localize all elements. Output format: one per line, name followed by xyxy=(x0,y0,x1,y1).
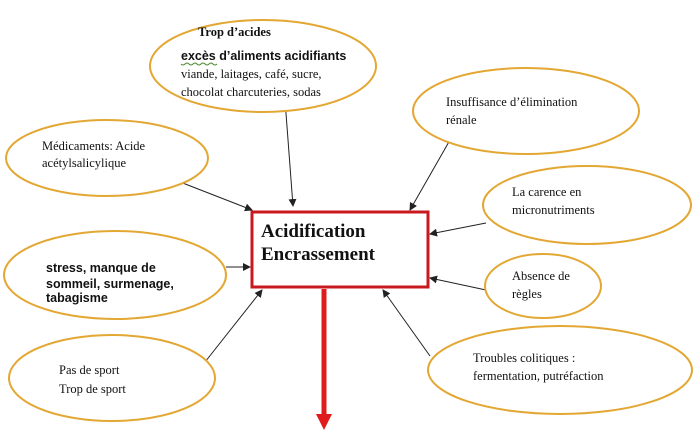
cause-insuffisance-renale-line1: Insuffisance d’élimination xyxy=(446,95,578,109)
cause-trop-acides-title: Trop d’acides xyxy=(198,25,271,39)
cause-trop-acides: Trop d’acides excès d’aliments acidifian… xyxy=(149,19,377,113)
cause-medicaments-line1: Médicaments: Acide xyxy=(42,139,146,153)
cause-trop-acides-line1: excès d’aliments acidifiants xyxy=(181,49,346,63)
cause-sport-line1: Pas de sport xyxy=(59,363,120,377)
cause-troubles-colitiques-line1: Troubles colitiques : xyxy=(473,351,575,365)
cause-stress-line3: tabagisme xyxy=(46,291,108,305)
cause-stress-line1: stress, manque de xyxy=(46,261,156,275)
arrow-coliques xyxy=(382,289,431,357)
cause-absence-regles: Absence de règles xyxy=(484,253,602,319)
cause-insuffisance-renale-line2: rénale xyxy=(446,113,477,127)
cause-absence-regles-line1: Absence de xyxy=(512,269,570,283)
center-title-line1: Acidification xyxy=(261,221,366,242)
cause-sport-line2: Trop de sport xyxy=(59,382,126,396)
cause-troubles-colitiques-line2: fermentation, putréfaction xyxy=(473,369,604,383)
cause-carence-line2: micronutriments xyxy=(512,203,595,217)
arrow-carence xyxy=(429,222,487,237)
arrow-sport xyxy=(204,289,263,363)
cause-carence-line1: La carence en xyxy=(512,185,582,199)
cause-trop-acides-line2: viande, laitages, café, sucre, xyxy=(181,67,322,81)
cause-stress-line2: sommeil, surmenage, xyxy=(46,277,174,291)
cause-sport: Pas de sport Trop de sport xyxy=(8,334,216,422)
center-title-line2: Encrassement xyxy=(261,244,376,265)
arrow-renale xyxy=(409,139,451,211)
spellcheck-underline xyxy=(180,62,218,66)
connectors xyxy=(174,99,487,363)
cause-medicaments-line2: acétylsalicylique xyxy=(42,156,126,170)
cause-troubles-colitiques: Troubles colitiques : fermentation, putr… xyxy=(427,325,693,415)
cause-medicaments: Médicaments: Acide acétylsalicylique xyxy=(5,119,209,197)
cause-carence: La carence en micronutriments xyxy=(482,165,692,245)
arrow-acides xyxy=(284,99,297,207)
cause-stress: stress, manque de sommeil, surmenage, ta… xyxy=(3,230,227,320)
down-arrow xyxy=(316,289,332,430)
arrow-medicaments xyxy=(174,179,253,212)
arrow-regles xyxy=(429,275,487,291)
cause-trop-acides-line3: chocolat charcuteries, sodas xyxy=(181,85,321,99)
cause-insuffisance-renale: Insuffisance d’élimination rénale xyxy=(412,67,640,155)
cause-absence-regles-line2: règles xyxy=(512,287,542,301)
center-box: Acidification Encrassement xyxy=(250,210,430,289)
